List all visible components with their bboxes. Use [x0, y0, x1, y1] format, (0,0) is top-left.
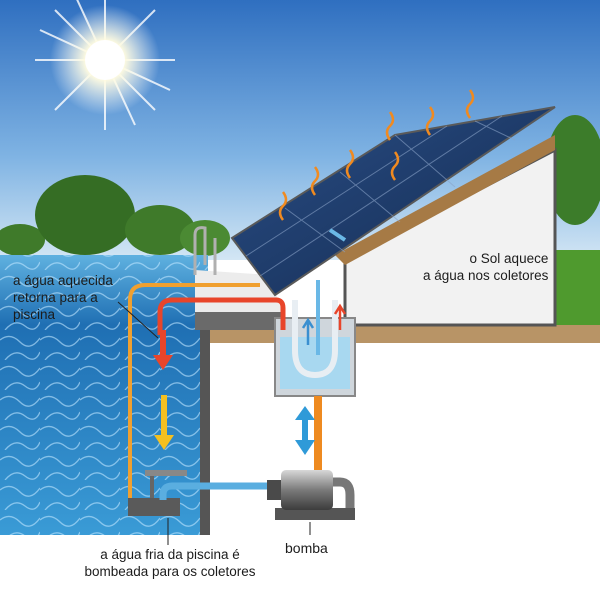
pool-outlet — [128, 470, 187, 516]
label-line: piscina — [13, 307, 56, 322]
hot-up-arrow-icon — [333, 303, 347, 330]
pool-ladder — [193, 226, 217, 275]
tank-water — [280, 337, 350, 389]
roof-edge — [335, 135, 555, 265]
label-line: a água fria da piscina é — [100, 547, 240, 562]
warm-return-pipe — [128, 283, 260, 500]
cold-water-label: a água fria da piscina é bombeada para o… — [60, 546, 280, 580]
sun-heats-label: o Sol aquece a água nos coletores — [423, 250, 548, 284]
label-line: bombeada para os coletores — [84, 564, 256, 579]
up-arrow-icon — [301, 317, 315, 345]
sun-icon — [35, 0, 175, 130]
pump-icon — [267, 470, 355, 520]
heat-waves-icon — [278, 89, 475, 221]
return-leader-line — [117, 301, 159, 339]
label-line: a água aquecida — [13, 273, 113, 288]
riser-pipe — [316, 228, 347, 355]
cold-suction-pipe — [159, 482, 275, 500]
pump-to-tank-pipe — [314, 396, 322, 471]
down-arrow-red-icon — [153, 330, 173, 370]
pool-wall — [200, 330, 210, 535]
label-line: a água nos coletores — [423, 268, 549, 283]
label-line: o Sol aquece — [469, 251, 549, 266]
pump-label: bomba — [285, 540, 328, 556]
u-pipe — [292, 300, 338, 379]
double-arrow-icon — [295, 406, 315, 455]
return-water-label: a água aquecida retorna para a piscina — [13, 272, 113, 323]
label-line: retorna para a — [13, 290, 98, 305]
hot-return-pipe — [157, 297, 286, 335]
down-arrow-yellow-icon — [154, 395, 174, 450]
solar-panel — [230, 106, 556, 297]
deck-edge — [195, 312, 285, 330]
